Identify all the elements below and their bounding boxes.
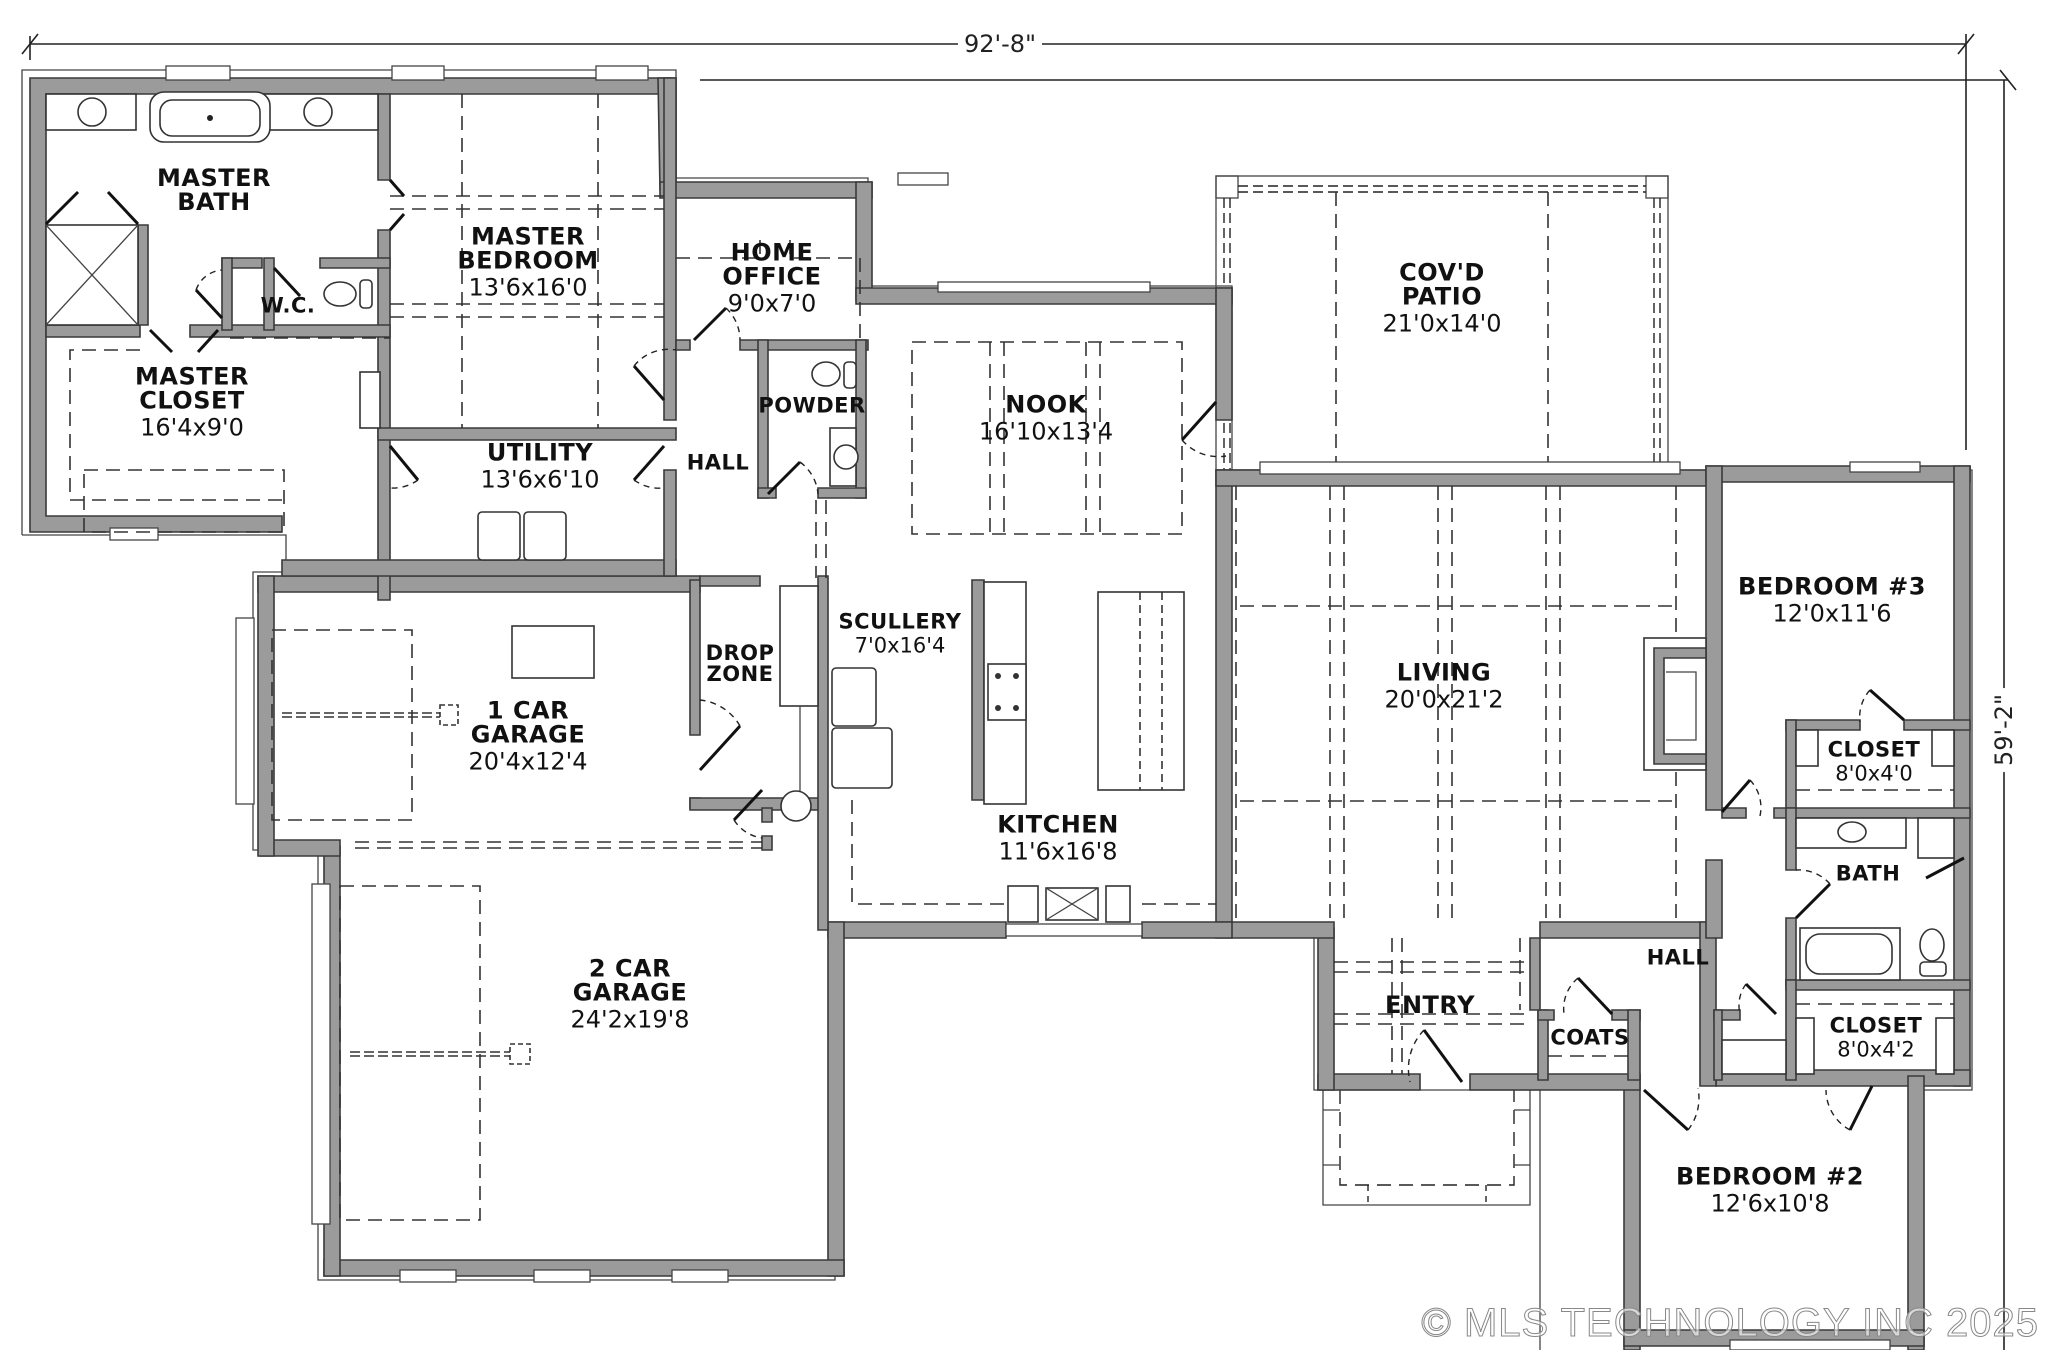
- room-wc: W.C.: [260, 293, 316, 318]
- room-name: 2 CAR GARAGE: [572, 954, 688, 1007]
- room-covered-patio: COV'D PATIO 21'0x14'0: [1382, 261, 1501, 336]
- room-dimensions: 13'6x16'0: [468, 273, 588, 302]
- doors: [44, 179, 1965, 1132]
- room-dimensions: 12'6x10'8: [1710, 1189, 1830, 1218]
- room-name: MASTER BEDROOM: [457, 222, 599, 275]
- room-nook: NOOK 16'10x13'4: [979, 393, 1113, 444]
- room-name: MASTER CLOSET: [135, 362, 249, 415]
- covered-patio-outline: [1215, 175, 1669, 471]
- room-name: POWDER: [758, 393, 866, 418]
- room-dimensions: 12'0x11'6: [1772, 599, 1892, 628]
- room-two-car-garage: 2 CAR GARAGE 24'2x19'8: [570, 957, 689, 1032]
- room-dimensions: 13'6x6'10: [480, 465, 600, 494]
- room-drop-zone: DROP ZONE: [706, 643, 775, 685]
- overall-depth-dimension: 59'-2": [1990, 687, 2018, 773]
- room-name: CLOSET: [1827, 737, 1921, 762]
- copyright-watermark: © MLS TECHNOLOGY INC 2025: [1421, 1301, 2039, 1346]
- room-master-bedroom: MASTER BEDROOM 13'6x16'0: [457, 225, 598, 300]
- room-dimensions: 9'0x7'0: [727, 289, 817, 318]
- room-dimensions: 8'0x4'2: [1837, 1037, 1915, 1062]
- room-name: HALL: [686, 450, 750, 475]
- room-name: MASTER BATH: [157, 164, 271, 216]
- room-name: SCULLERY: [838, 609, 962, 634]
- room-master-closet: MASTER CLOSET 16'4x9'0: [135, 365, 249, 440]
- room-dimensions: 21'0x14'0: [1382, 309, 1502, 338]
- room-name: CLOSET: [1829, 1013, 1923, 1038]
- room-home-office: HOME OFFICE 9'0x7'0: [722, 241, 821, 316]
- room-name: COATS: [1550, 1025, 1630, 1050]
- room-utility: UTILITY 13'6x6'10: [480, 441, 599, 492]
- room-name: W.C.: [260, 293, 316, 318]
- room-dimensions: 11'6x16'8: [998, 837, 1118, 866]
- room-name: COV'D PATIO: [1399, 258, 1485, 311]
- room-name: LIVING: [1396, 658, 1492, 687]
- windows: [109, 65, 1921, 1350]
- room-name: BEDROOM #3: [1738, 572, 1926, 601]
- room-bedroom-3: BEDROOM #3 12'0x11'6: [1738, 575, 1926, 626]
- room-name: BATH: [1835, 861, 1901, 886]
- room-powder: POWDER: [758, 393, 866, 418]
- interior-walls: [45, 77, 1971, 1081]
- room-entry: ENTRY: [1385, 993, 1475, 1017]
- room-dimensions: 16'4x9'0: [140, 413, 244, 442]
- room-hall-west: HALL: [686, 450, 750, 475]
- room-dimensions: 20'0x21'2: [1384, 685, 1504, 714]
- room-name: NOOK: [1005, 390, 1087, 419]
- room-name: ENTRY: [1385, 991, 1475, 1019]
- room-dimensions: 16'10x13'4: [978, 417, 1114, 446]
- room-dimensions: 8'0x4'0: [1835, 761, 1913, 786]
- room-name: 1 CAR GARAGE: [470, 696, 586, 749]
- room-dimensions: 20'4x12'4: [468, 747, 588, 776]
- room-master-bath: MASTER BATH: [157, 166, 271, 214]
- overall-width-dimension: 92'-8": [957, 30, 1043, 58]
- room-dimensions: 7'0x16'4: [854, 633, 946, 658]
- ceiling-dashed-lines: [69, 94, 1954, 1221]
- room-name: HALL: [1646, 945, 1710, 970]
- room-name: KITCHEN: [997, 810, 1119, 839]
- front-porch-outline: [1322, 1090, 1531, 1206]
- fixtures: [45, 91, 1955, 1075]
- room-dimensions: 24'2x19'8: [570, 1005, 690, 1034]
- room-name: UTILITY: [486, 438, 594, 467]
- room-bedroom-2: BEDROOM #2 12'6x10'8: [1676, 1165, 1864, 1216]
- room-name: BEDROOM #2: [1676, 1162, 1864, 1191]
- room-bath: BATH: [1835, 861, 1901, 886]
- room-hall-east: HALL: [1646, 945, 1710, 970]
- room-closet-bedroom-2: CLOSET 8'0x4'2: [1829, 1013, 1923, 1062]
- room-name: DROP ZONE: [705, 641, 775, 686]
- room-kitchen: KITCHEN 11'6x16'8: [997, 813, 1119, 864]
- room-coats: COATS: [1550, 1025, 1630, 1050]
- room-scullery: SCULLERY 7'0x16'4: [838, 609, 962, 658]
- room-name: HOME OFFICE: [722, 238, 822, 291]
- room-one-car-garage: 1 CAR GARAGE 20'4x12'4: [468, 699, 587, 774]
- room-living: LIVING 20'0x21'2: [1384, 661, 1503, 712]
- room-closet-bedroom-3: CLOSET 8'0x4'0: [1827, 737, 1921, 786]
